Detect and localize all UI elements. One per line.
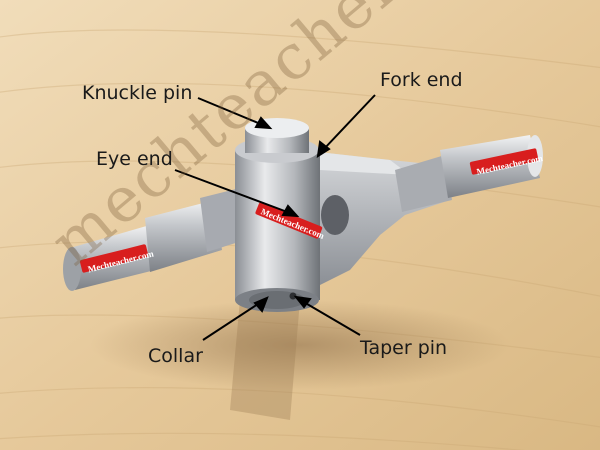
label-taper-pin: Taper pin: [360, 337, 448, 359]
taper-pin-arrowhead: [293, 295, 312, 309]
left-rod: Mechteacher.com: [63, 188, 245, 291]
center-badge: [255, 202, 323, 239]
right-badge: [469, 148, 539, 175]
label-knuckle-pin: Knuckle pin: [82, 82, 193, 104]
fork-end-arrowhead: [316, 140, 331, 159]
taper-pin-arrow: [301, 300, 361, 336]
eye-end-arrowhead: [281, 204, 300, 218]
taper-pin-hole: [289, 292, 297, 300]
collar-arrowhead: [253, 296, 269, 313]
label-eye-end: Eye end: [96, 148, 173, 170]
left-badge: [79, 244, 149, 273]
leader-lines: [174, 94, 376, 341]
knuckle-pin-arrow: [197, 97, 264, 126]
eye-end-arrow: [174, 169, 291, 214]
fork-end-arrow: [322, 94, 376, 151]
knuckle-pin-arrowhead: [254, 116, 273, 130]
object-shadow: [90, 300, 510, 390]
collar-arrow: [202, 301, 262, 341]
label-collar: Collar: [148, 345, 203, 367]
right-rod: Mechteacher.com: [395, 135, 544, 212]
label-fork-end: Fork end: [380, 69, 463, 91]
pin-shadow: [230, 300, 300, 420]
eye-end-cylinder: Mechteacher.com: [235, 118, 326, 312]
